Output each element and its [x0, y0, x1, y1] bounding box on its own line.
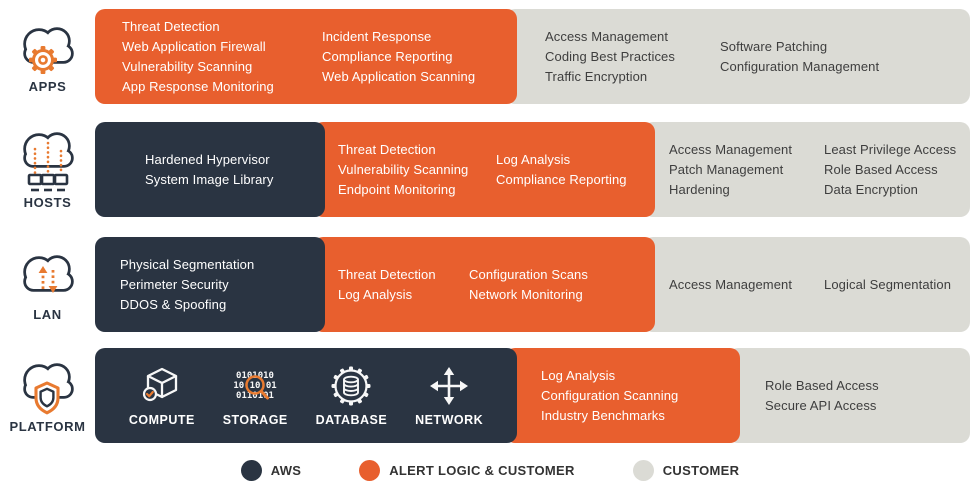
service-item: App Response Monitoring	[122, 78, 274, 94]
gear-database-icon	[331, 366, 371, 406]
network-label: NETWORK	[415, 413, 484, 427]
service-item: Threat Detection	[338, 266, 436, 282]
service-item: Least Privilege Access	[824, 141, 957, 157]
row-lan: LAN Physical Segmentation Perimeter Secu…	[0, 237, 980, 332]
legend-label: ALERT LOGIC & CUSTOMER	[389, 463, 575, 478]
aws-color-dot-icon	[240, 460, 262, 481]
service-item: Role Based Access	[824, 161, 938, 177]
alert-logic-color-dot-icon	[359, 460, 381, 481]
service-item: Web Application Firewall	[122, 38, 266, 54]
hosts-rail: HOSTS	[0, 122, 95, 217]
service-item: Role Based Access	[765, 377, 879, 393]
service-item: DDOS & Spoofing	[120, 296, 227, 312]
lan-alert-logic-segment: Threat Detection Log Analysis Configurat…	[313, 237, 655, 332]
service-item: System Image Library	[145, 171, 274, 187]
service-item: Compliance Reporting	[322, 48, 453, 64]
service-item: Network Monitoring	[469, 286, 583, 302]
lan-label: LAN	[33, 306, 62, 322]
legend-label: AWS	[270, 463, 302, 478]
service-item: Industry Benchmarks	[541, 407, 666, 423]
cloud-arrows-icon	[22, 254, 74, 293]
apps-rail: APPS	[0, 9, 95, 104]
service-item: Patch Management	[669, 161, 784, 177]
service-item: Traffic Encryption	[545, 68, 648, 84]
service-storage: 0101010 10 10 01 0110101 STORAGE	[223, 364, 288, 427]
lan-rail: LAN	[0, 237, 95, 332]
hosts-customer-segment: Access Management Patch Management Harde…	[643, 122, 970, 217]
cloud-hosts-icon	[22, 131, 74, 191]
apps-alert-logic-segment: Threat Detection Web Application Firewal…	[95, 9, 517, 104]
legend-item-customer: CUSTOMER	[632, 460, 740, 481]
legend-label: CUSTOMER	[662, 463, 740, 478]
binary-search-icon: 0101010 10 10 01 0110101	[234, 371, 277, 401]
platform-aws-segment: COMPUTE 0101010 10 10 01 0110101 STORAGE	[95, 348, 517, 443]
service-item: Secure API Access	[765, 397, 877, 413]
lan-aws-segment: Physical Segmentation Perimeter Security…	[95, 237, 325, 332]
platform-label: PLATFORM	[9, 418, 86, 434]
service-item: Threat Detection	[338, 141, 436, 157]
apps-label: APPS	[28, 78, 67, 94]
row-apps: APPS Threat Detection Web Application Fi…	[0, 9, 980, 104]
legend: AWS ALERT LOGIC & CUSTOMER CUSTOMER	[0, 460, 980, 481]
platform-customer-segment: Role Based Access Secure API Access	[728, 348, 970, 443]
storage-label: STORAGE	[222, 413, 288, 427]
service-item: Perimeter Security	[120, 276, 229, 292]
platform-rail: PLATFORM	[0, 348, 95, 443]
compute-label: COMPUTE	[128, 413, 195, 427]
service-item: Hardened Hypervisor	[145, 151, 270, 167]
service-item: Access Management	[545, 28, 669, 44]
service-item: Hardening	[669, 181, 730, 197]
service-item: Physical Segmentation	[120, 256, 255, 272]
service-item: Data Encryption	[824, 181, 918, 197]
apps-customer-segment: Access Management Coding Best Practices …	[505, 9, 970, 104]
row-hosts: HOSTS Hardened Hypervisor System Image L…	[0, 122, 980, 217]
service-item: Vulnerability Scanning	[122, 58, 253, 74]
service-item: Vulnerability Scanning	[338, 161, 469, 177]
lan-customer-segment: Access Management Logical Segmentation	[643, 237, 970, 332]
service-database: DATABASE	[316, 364, 388, 427]
service-item: Compliance Reporting	[496, 171, 627, 187]
service-item: Log Analysis	[496, 151, 571, 167]
service-item: Incident Response	[322, 28, 432, 44]
cloud-gear-icon	[22, 26, 74, 74]
cross-arrows-icon	[430, 367, 469, 405]
service-item: Log Analysis	[541, 367, 616, 383]
service-item: Endpoint Monitoring	[338, 181, 456, 197]
hosts-alert-logic-segment: Threat Detection Vulnerability Scanning …	[313, 122, 655, 217]
service-item: Coding Best Practices	[545, 48, 675, 64]
platform-alert-logic-segment: Log Analysis Configuration Scanning Indu…	[505, 348, 740, 443]
cloud-shield-icon	[22, 362, 74, 414]
service-item: Threat Detection	[122, 18, 220, 34]
service-item: Logical Segmentation	[824, 276, 952, 292]
service-item: Access Management	[669, 141, 793, 157]
hosts-aws-segment: Hardened Hypervisor System Image Library	[95, 122, 325, 217]
service-item: Configuration Management	[720, 58, 880, 74]
legend-item-aws: AWS	[240, 460, 302, 481]
service-item: Web Application Scanning	[322, 68, 476, 84]
service-network: NETWORK	[415, 364, 483, 427]
hosts-label: HOSTS	[23, 194, 72, 210]
svg-text:0110101: 0110101	[236, 391, 274, 401]
legend-item-alert-logic-customer: ALERT LOGIC & CUSTOMER	[359, 460, 574, 481]
row-platform: PLATFORM COMPUTE	[0, 348, 980, 443]
customer-color-dot-icon	[632, 460, 654, 481]
service-compute: COMPUTE	[129, 364, 195, 427]
svg-text:10 10 01: 10 10 01	[234, 381, 277, 391]
service-item: Configuration Scanning	[541, 387, 679, 403]
cube-icon	[142, 367, 177, 402]
service-item: Software Patching	[720, 38, 828, 54]
service-item: Access Management	[669, 276, 793, 292]
service-item: Log Analysis	[338, 286, 413, 302]
database-label: DATABASE	[315, 413, 388, 427]
service-item: Configuration Scans	[469, 266, 588, 282]
